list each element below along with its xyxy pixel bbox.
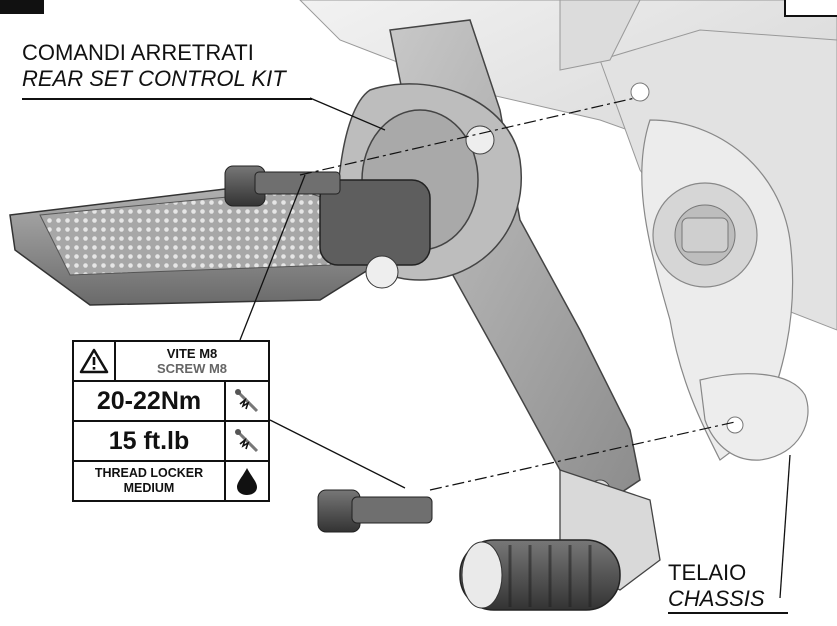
upper-screw bbox=[224, 165, 341, 207]
alignment-lines bbox=[299, 97, 736, 491]
footpeg bbox=[9, 179, 431, 306]
chassis-label-english: CHASSIS bbox=[668, 586, 765, 611]
screw-label-english: SCREW M8 bbox=[156, 361, 228, 376]
kit-label-underline bbox=[22, 98, 312, 100]
torque-icon-cell bbox=[226, 382, 268, 420]
torque-icon-cell-2 bbox=[226, 422, 268, 460]
kit-label-italian: COMANDI ARRETRATI bbox=[22, 40, 254, 65]
rear-set-kit-callout: COMANDI ARRETRATI REAR SET CONTROL KIT bbox=[22, 40, 286, 92]
spec-row-torque-nm: 20-22Nm bbox=[74, 382, 268, 422]
thread-locker-cell: THREAD LOCKER MEDIUM bbox=[74, 462, 226, 500]
lower-screw bbox=[317, 489, 433, 533]
leader-lines bbox=[239, 97, 791, 599]
torque-ftlb-cell: 15 ft.lb bbox=[74, 422, 226, 460]
torque-ftlb-value: 15 ft.lb bbox=[108, 426, 190, 455]
corner-marker bbox=[784, 0, 837, 17]
thread-locker-grade: MEDIUM bbox=[123, 481, 175, 495]
torque-nm-cell: 20-22Nm bbox=[74, 382, 226, 420]
screw-cell: VITE M8 SCREW M8 bbox=[116, 342, 268, 380]
spec-row-screw: VITE M8 SCREW M8 bbox=[74, 342, 268, 382]
screw-spec-table: VITE M8 SCREW M8 20-22Nm 15 ft.lb bbox=[72, 340, 270, 502]
kit-label-english: REAR SET CONTROL KIT bbox=[22, 66, 286, 91]
shifter-knob bbox=[459, 539, 621, 611]
torque-nm-value: 20-22Nm bbox=[96, 386, 202, 415]
spec-row-torque-ftlb: 15 ft.lb bbox=[74, 422, 268, 462]
chassis-callout: TELAIO CHASSIS bbox=[668, 560, 765, 612]
drop-icon-cell bbox=[226, 462, 268, 500]
thread-locker-drop-icon bbox=[237, 468, 257, 495]
screw-label-italian: VITE M8 bbox=[166, 346, 218, 361]
chassis-label-italian: TELAIO bbox=[668, 560, 747, 585]
warning-cell bbox=[74, 342, 116, 380]
corner-tab bbox=[0, 0, 44, 14]
torque-wrench-icon bbox=[235, 389, 259, 413]
warning-triangle-icon bbox=[79, 348, 109, 374]
chassis-label-underline bbox=[668, 612, 788, 614]
spec-row-thread-locker: THREAD LOCKER MEDIUM bbox=[74, 462, 268, 500]
thread-locker-label: THREAD LOCKER bbox=[94, 466, 204, 480]
torque-wrench-icon bbox=[235, 429, 259, 453]
